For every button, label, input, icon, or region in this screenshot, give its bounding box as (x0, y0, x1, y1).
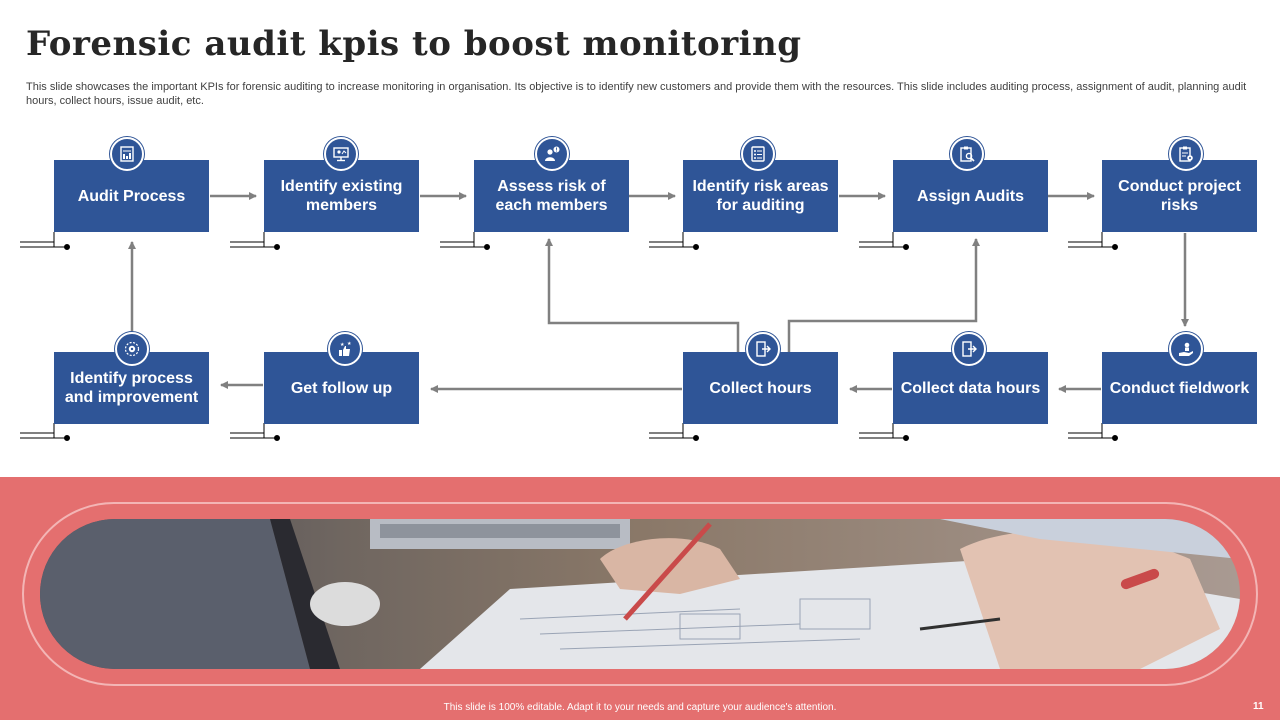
box-brackets (20, 232, 1118, 441)
footer-note: This slide is 100% editable. Adapt it to… (443, 702, 837, 713)
door-exit-icon (952, 332, 986, 366)
person-speech-icon: ! (535, 137, 569, 171)
hand-person-icon (1169, 332, 1203, 366)
photo-frame (22, 502, 1258, 686)
arrow-12 (545, 238, 740, 352)
monitor-person-icon (324, 137, 358, 171)
gear-cycle-icon (115, 332, 149, 366)
svg-text:★: ★ (340, 342, 345, 348)
step-identify-risk-areas: Identify risk areas for auditing (683, 160, 838, 232)
svg-text:!: ! (555, 147, 557, 153)
step-identify-process: Identify process and improvement (54, 352, 209, 424)
step-identify-existing-members: Identify existing members (264, 160, 419, 232)
document-chart-icon (110, 137, 144, 171)
clipboard-gear-icon (1169, 137, 1203, 171)
arrow-13 (787, 238, 980, 352)
checklist-icon (741, 137, 775, 171)
page-number: 11 (1253, 701, 1264, 712)
page-subtitle: This slide showcases the important KPIs … (26, 81, 1247, 107)
step-collect-hours: Collect hours (683, 352, 838, 424)
step-conduct-project-risks: Conduct project risks (1102, 160, 1257, 232)
desk-photo (40, 519, 1240, 669)
svg-text:★: ★ (347, 341, 352, 347)
step-assess-risk: Assess risk of each members (474, 160, 629, 232)
flow-connectors (20, 192, 1189, 441)
door-exit-icon (746, 332, 780, 366)
step-assign-audits: Assign Audits (893, 160, 1048, 232)
page-title: Forensic audit kpis to boost monitoring (26, 24, 802, 64)
clipboard-magnifier-icon (950, 137, 984, 171)
thumbs-stars-icon: ★★ (328, 332, 362, 366)
step-audit-process: Audit Process (54, 160, 209, 232)
